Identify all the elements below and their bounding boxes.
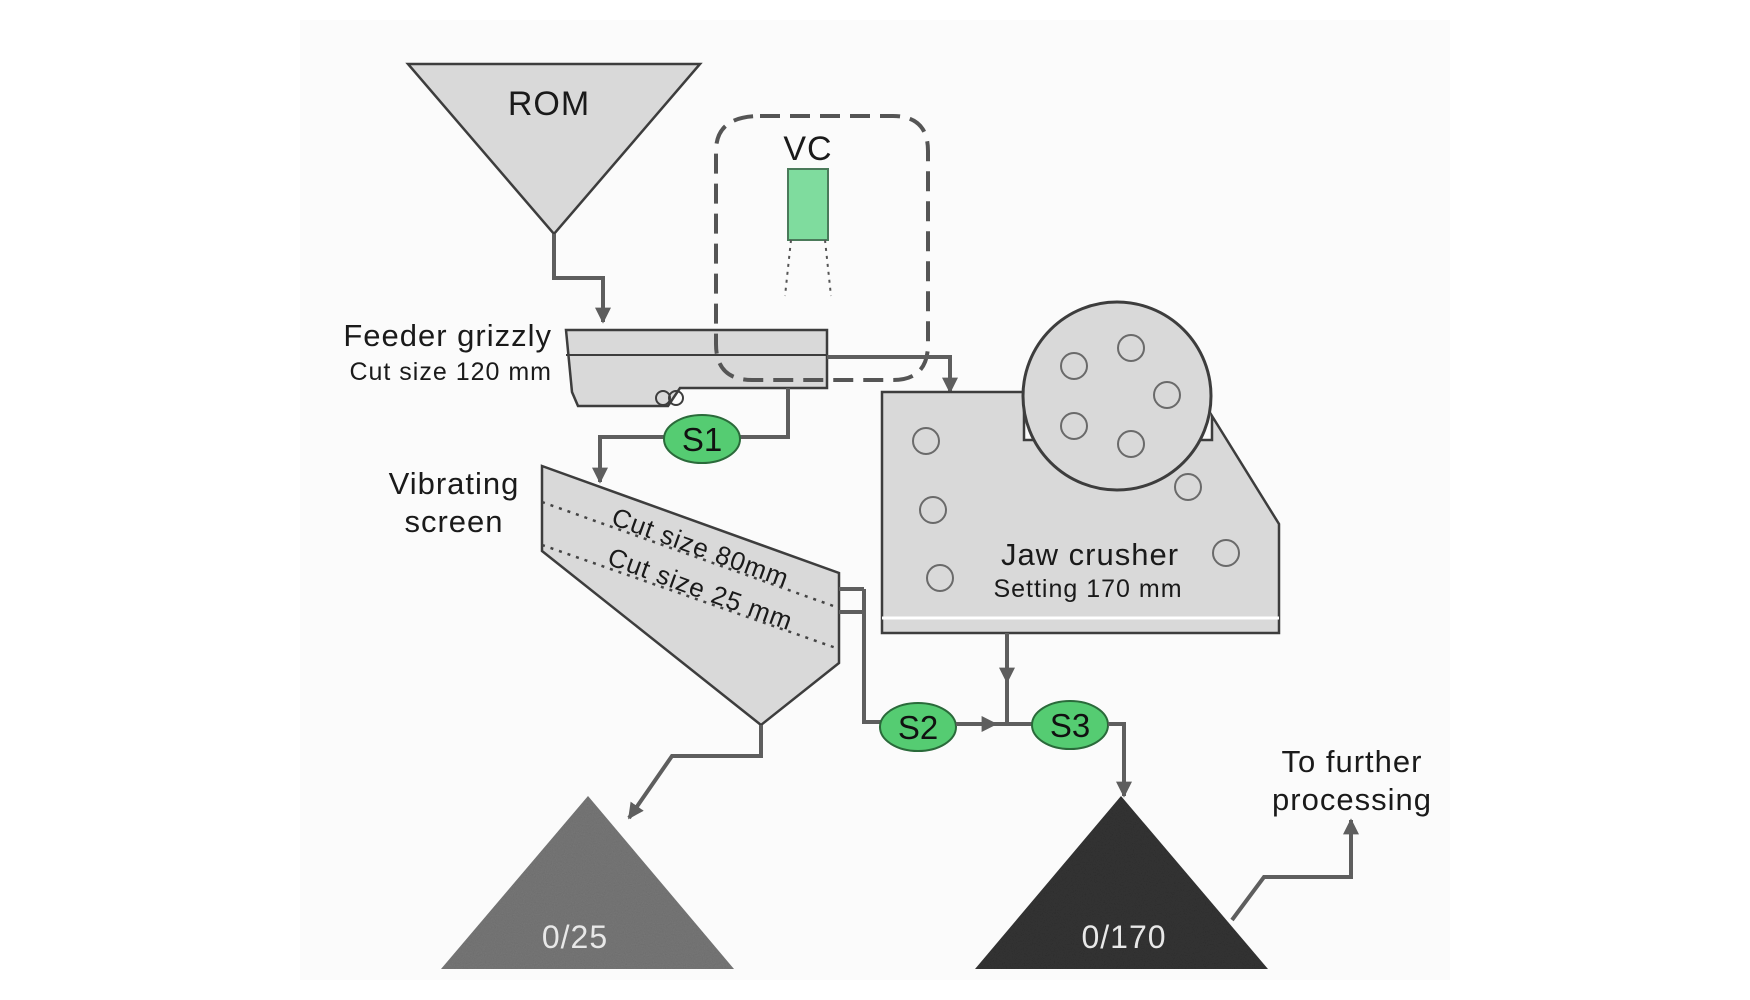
rom-hopper xyxy=(405,62,703,236)
vc-label: VC xyxy=(783,130,832,168)
sample-point-s1[interactable] xyxy=(663,414,741,464)
stockpile-fine-label: 0/25 xyxy=(542,919,608,955)
feeder-name: Feeder grizzly xyxy=(343,318,552,353)
bolt-hole xyxy=(1153,381,1181,409)
rom-label: ROM xyxy=(508,85,590,123)
bolt-hole xyxy=(919,496,947,524)
bolt-hole xyxy=(1117,334,1145,362)
stockpile-coarse-label: 0/170 xyxy=(1081,919,1166,955)
bolt-hole xyxy=(912,427,940,455)
sample-s2-label: S2 xyxy=(898,709,938,746)
flow-s3-to-pile xyxy=(1108,722,1132,798)
bolt-hole xyxy=(1060,352,1088,380)
flow-feeder-to-crusher xyxy=(827,355,958,394)
vc-view-cone xyxy=(784,239,792,297)
sample-s3-label: S3 xyxy=(1050,707,1090,744)
video-camera xyxy=(787,168,829,241)
screen-deck-80mm xyxy=(541,500,840,610)
sample-s1-label: S1 xyxy=(682,421,722,458)
flow-screen-to-s2 xyxy=(862,589,885,724)
jaw-crusher-spec: Setting 170 mm xyxy=(993,575,1182,603)
vc-enclosure xyxy=(714,114,930,382)
jaw-crusher-flywheel xyxy=(1021,300,1213,492)
flow-screen-fines-to-pile xyxy=(627,725,763,820)
stockpile-fine xyxy=(441,796,734,969)
flow-to-further-processing xyxy=(1230,818,1359,922)
bolt-hole xyxy=(1174,473,1202,501)
bolt-hole xyxy=(1060,412,1088,440)
feeder-spec: Cut size 120 mm xyxy=(349,358,552,386)
feeder-drive-wheel xyxy=(668,390,684,406)
flow-rom-to-feeder xyxy=(552,234,611,324)
bolt-hole xyxy=(926,564,954,592)
vibrating-screen[interactable] xyxy=(540,464,841,727)
jaw-crusher-name: Jaw crusher xyxy=(1001,537,1179,572)
stockpile-coarse xyxy=(975,796,1268,969)
vc-view-cone xyxy=(824,239,832,297)
bolt-hole xyxy=(1117,430,1145,458)
sample-point-s2[interactable] xyxy=(879,702,957,752)
screen-deck-25mm xyxy=(541,543,840,651)
bolt-hole xyxy=(1212,539,1240,567)
output-label-line1: To further xyxy=(1282,744,1423,779)
feeder-grizzly xyxy=(564,328,829,408)
screen-name-line1: Vibrating xyxy=(389,466,520,501)
output-label-line2: processing xyxy=(1272,782,1432,817)
screen-name-line2: screen xyxy=(404,504,503,539)
